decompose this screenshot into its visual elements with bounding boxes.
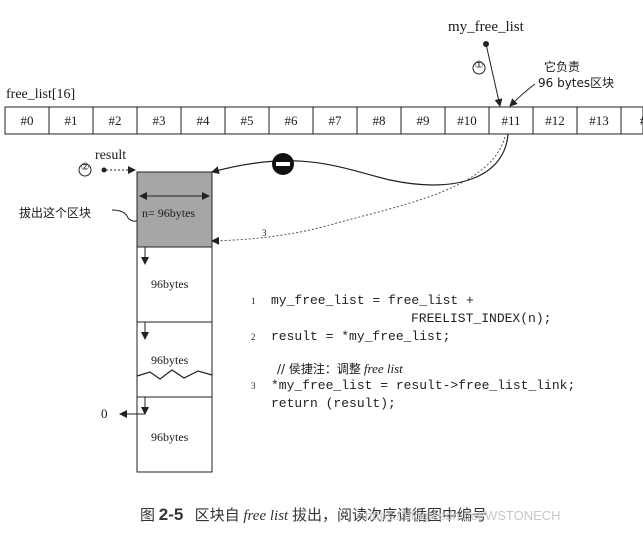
array-cell-label: #9 [417,113,430,128]
figure-caption: 图 2-5 区块自 free list 拔出，阅读次序请循图中编号 [140,504,487,525]
code-comment-italic: free list [363,361,403,376]
responsible-label-2: 96 bytes区块 [538,76,615,90]
array-cell-label: #6 [285,113,299,128]
block-96-label-c: 96bytes [151,430,189,444]
array-cell-label: #5 [241,113,254,128]
caption-text-3: 拔出，阅读次序请循图中编号 [291,506,487,524]
code-comment: // 侯捷注：调整 free list [277,360,403,377]
array-cell-label: #13 [589,113,609,128]
watermark: https://blog.csdn.net/WSTONECH [365,508,561,523]
result-label: result [95,148,127,163]
array-cells: #0 #1 #2 #3 #4 #5 #6 #7 #8 #9 #10 #11 #12 #13 # [21,107,643,134]
code-line-3: *my_free_list = result->free_list_link; [271,378,576,393]
code-line-number-3: 3 [251,381,256,391]
responsible-label-1: 它负责 [544,60,581,74]
array-cell-label: #0 [21,113,34,128]
array-cell-label: #3 [153,113,166,128]
step1-marker: ① [474,60,484,71]
code-line-number-1: 1 [251,296,256,306]
array-cell-label: #10 [457,113,477,128]
array-cell-label: #7 [329,113,343,128]
array-cell-label: #1 [65,113,78,128]
block-n-label: n= 96bytes [142,206,196,220]
block-4 [136,396,213,473]
caption-number: 2-5 [158,505,184,524]
array-cell-label: #8 [373,113,386,128]
code-line-1: my_free_list = free_list + [271,293,474,308]
block-96-label-b: 96bytes [151,353,189,367]
caption-fig: 图 [140,506,156,524]
step3-marker: 3 [262,228,267,238]
my-free-list-label: my_free_list [448,19,524,35]
block-3 [136,321,213,398]
code-comment-prefix: // 侯捷注：调整 [277,362,361,376]
code-line-1b: FREELIST_INDEX(n); [411,311,552,326]
step3-dotted-curve [211,136,506,245]
responsible-arrow [509,83,536,107]
code-line-2: result = *my_free_list; [271,329,451,344]
memory-blocks [119,171,213,473]
code-line-4: return (result); [271,396,396,411]
array-cell-label: # [640,113,643,128]
pull-out-pointer [111,209,138,222]
free-list-label: free_list[16] [6,87,76,102]
result-pointer [78,163,136,177]
free-list-array: #0 #1 #2 #3 #4 #5 #6 #7 #8 #9 #10 #11 #12 #13 # [4,106,643,135]
step2-curve [211,133,509,186]
caption-text-1: 区块自 [194,506,240,524]
zero-label: 0 [101,406,108,421]
array-cell-label: #2 [109,113,122,128]
minus-sign-icon [272,153,294,175]
step2-marker: ② [80,162,90,173]
block-96-label-a: 96bytes [151,277,189,291]
array-cell-label: #11 [501,113,520,128]
caption-text-2: free list [243,508,289,524]
code-line-number-2: 2 [251,332,256,342]
array-cell-label: #4 [197,113,211,128]
array-cell-label: #12 [545,113,565,128]
my-free-list-pointer [472,41,503,107]
shaded-block [136,171,213,248]
pull-out-label: 拔出这个区块 [19,206,92,220]
